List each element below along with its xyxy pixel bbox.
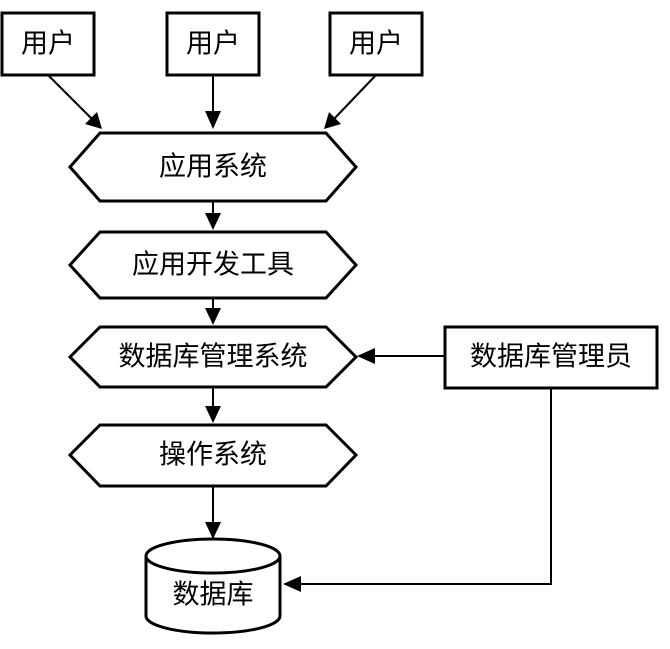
arrow-devtools-to-dbms bbox=[205, 298, 221, 325]
arrow-dba-to-dbms bbox=[357, 348, 445, 364]
database-cylinder: 数据库 bbox=[144, 537, 282, 635]
arrow-dba-to-database bbox=[283, 388, 552, 592]
arrow-dbms-to-os bbox=[205, 387, 221, 423]
dbms-layer: 数据库管理系统 bbox=[67, 325, 359, 389]
application-system-label: 应用系统 bbox=[159, 152, 267, 183]
arrow-app-to-devtools bbox=[205, 201, 221, 230]
database-label: 数据库 bbox=[173, 580, 254, 611]
dba-label: 数据库管理员 bbox=[470, 342, 632, 373]
arrow-user3-to-app bbox=[324, 74, 377, 129]
user-label-1: 用户 bbox=[21, 29, 75, 60]
dbms-label: 数据库管理系统 bbox=[119, 342, 308, 373]
application-system-layer: 应用系统 bbox=[67, 131, 359, 203]
arrow-user2-to-app bbox=[205, 75, 221, 129]
dev-tools-layer: 应用开发工具 bbox=[67, 230, 359, 300]
dba-box: 数据库管理员 bbox=[443, 325, 659, 390]
arrow-user1-to-app bbox=[47, 74, 102, 129]
user-box-1: 用户 bbox=[0, 11, 96, 77]
user-box-2: 用户 bbox=[165, 11, 261, 77]
user-box-3: 用户 bbox=[328, 11, 424, 77]
operating-system-label: 操作系统 bbox=[159, 440, 267, 471]
user-label-2: 用户 bbox=[186, 29, 240, 60]
arrow-os-to-database bbox=[205, 486, 221, 539]
dev-tools-label: 应用开发工具 bbox=[132, 250, 294, 281]
operating-system-layer: 操作系统 bbox=[67, 423, 359, 488]
user-label-3: 用户 bbox=[349, 29, 403, 60]
